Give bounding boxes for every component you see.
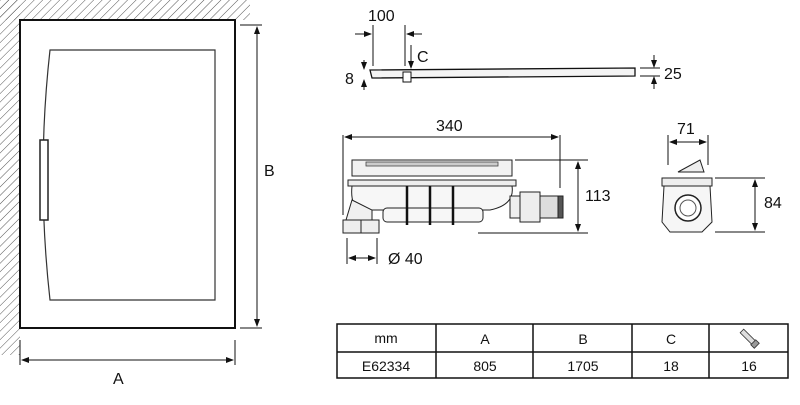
dimensions-table: mm A B C E62334 805 1705 18 16 <box>336 323 789 379</box>
table-header-b: B <box>578 331 587 347</box>
table-header-mm: mm <box>374 330 397 346</box>
drain-channel <box>39 139 49 221</box>
wall-hatch-left <box>0 0 20 355</box>
tray-outline <box>19 19 236 329</box>
table-cell-b: 1705 <box>567 358 598 374</box>
table-cell-model: E62334 <box>362 358 410 374</box>
drain-side-view: 71 84 <box>661 121 782 233</box>
dimension-84-label: 84 <box>764 195 782 212</box>
dimension-b-label: B <box>264 163 275 180</box>
table-cell-screws: 16 <box>741 358 757 374</box>
wall-hatch-top <box>0 0 250 20</box>
profile-view: 100 C 8 25 <box>345 8 682 90</box>
table-header-a: A <box>480 331 490 347</box>
dimension-100-label: 100 <box>368 8 395 25</box>
drain-front-view: 340 113 Ø 40 <box>342 118 611 268</box>
dimension-71-label: 71 <box>677 121 695 138</box>
dimension-pipe-diameter-label: Ø 40 <box>388 251 423 268</box>
dimension-8-label: 8 <box>345 71 354 88</box>
plan-view: B A <box>0 0 275 388</box>
dimension-113-label: 113 <box>585 188 611 205</box>
screw-icon <box>739 328 760 349</box>
dimension-25-label: 25 <box>664 66 682 83</box>
dimension-a-label: A <box>113 371 124 388</box>
dimension-c-label: C <box>417 49 429 66</box>
table-header-c: C <box>666 331 676 347</box>
table-cell-c: 18 <box>663 358 679 374</box>
tray-profile <box>369 67 636 79</box>
table-cell-a: 805 <box>473 358 497 374</box>
dimension-340-label: 340 <box>436 118 463 135</box>
drain-notch <box>402 71 412 83</box>
